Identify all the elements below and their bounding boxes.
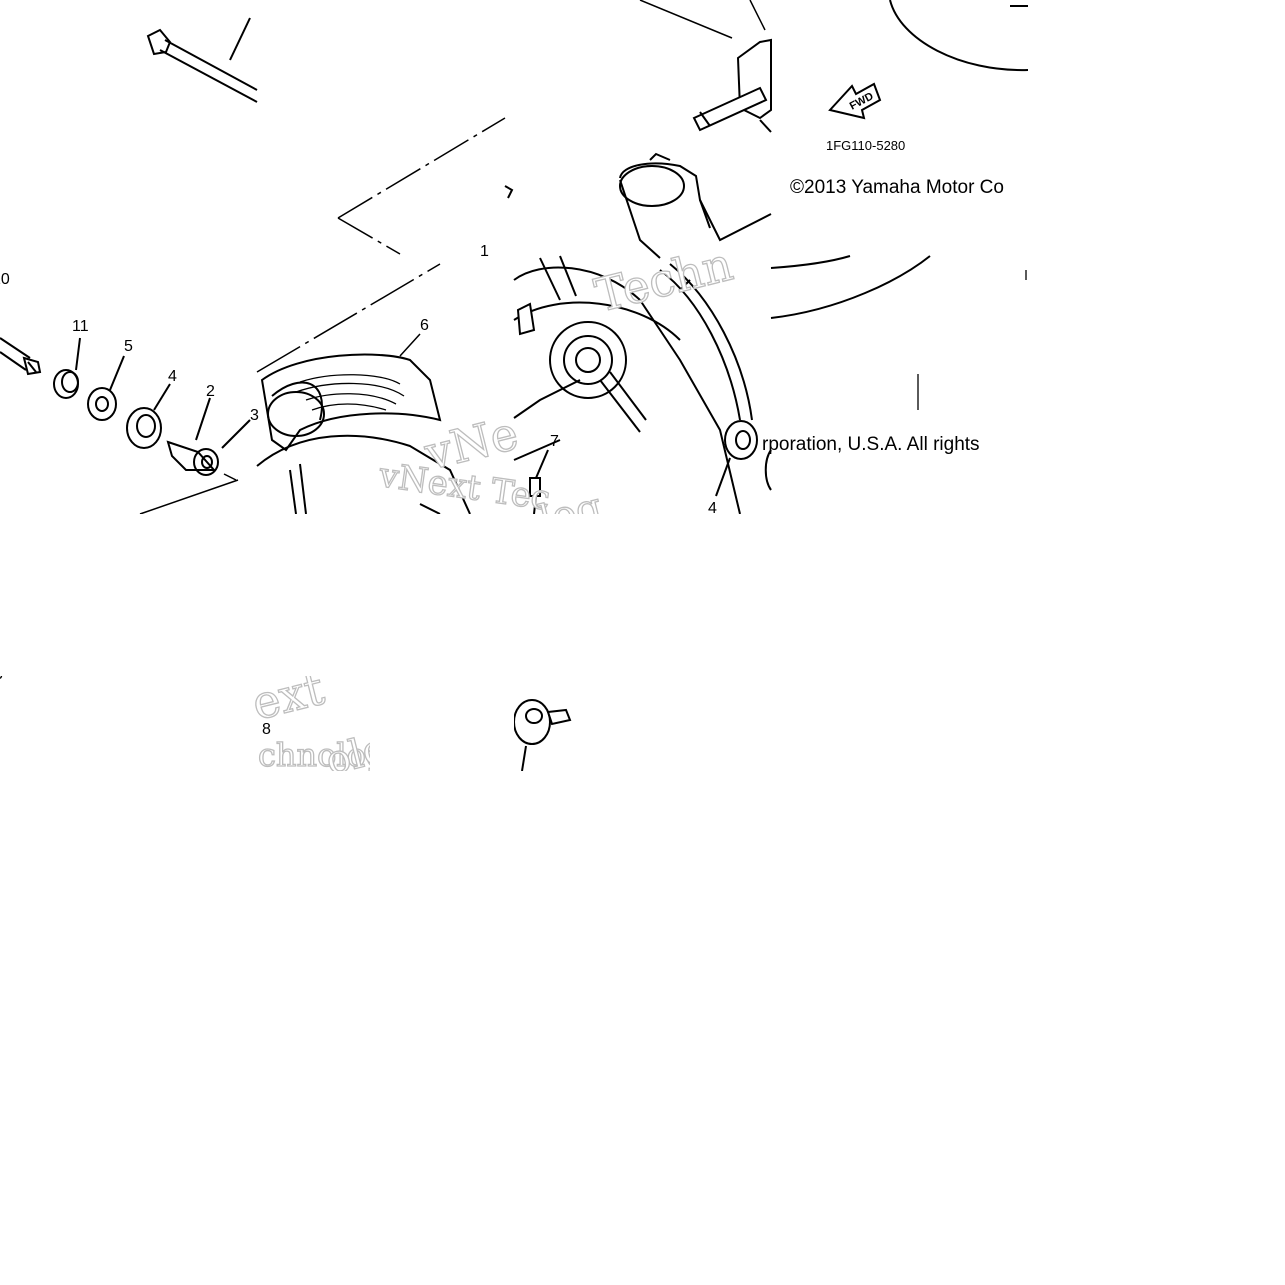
bearing-part: [126, 383, 171, 449]
callout-7: 7: [550, 433, 559, 450]
tile-disc: [764, 0, 1029, 491]
copyright-line-2: rporation, U.S.A. All rights: [762, 434, 980, 455]
tile-tyre: [256, 117, 514, 515]
fork-part: [692, 38, 772, 133]
tyre-part: [256, 353, 471, 515]
wheel-rim-top: [619, 152, 772, 259]
callout-8: 8: [262, 721, 271, 738]
callout-2: 2: [206, 383, 215, 400]
tile-axle-parts: [0, 17, 258, 515]
callout-4: 4: [168, 368, 177, 385]
tile-lower-parts: [513, 699, 572, 772]
copyright-line-1: ©2013 Yamaha Motor Co: [790, 177, 1004, 198]
axle-end: [0, 337, 42, 376]
fwd-arrow-icon: [828, 82, 882, 120]
tile-wheel: [513, 0, 772, 515]
callout-labels: 10 11 5 4 2 3 1 6 7 4 3 8: [0, 243, 717, 738]
axle-shaft: [146, 17, 258, 103]
callout-4-right: 4: [708, 500, 717, 517]
bearing-right: [715, 420, 758, 497]
callout-3: 3: [250, 407, 259, 424]
callout-1: 1: [480, 243, 489, 260]
oil-seal-part: [87, 355, 125, 421]
spacer-part: [166, 397, 219, 476]
callout-5: 5: [124, 338, 133, 355]
part-number: 1FG110-5280: [826, 138, 905, 153]
wheel-hub: [513, 255, 753, 515]
speedometer-gear-part: [513, 699, 572, 772]
valve-part: [529, 449, 549, 515]
collar-part: [53, 337, 81, 399]
callout-6: 6: [420, 317, 429, 334]
watermark-chnolog: chnolog: [258, 736, 386, 774]
callout-11: 11: [72, 318, 89, 335]
callout-10: 10: [0, 271, 10, 288]
